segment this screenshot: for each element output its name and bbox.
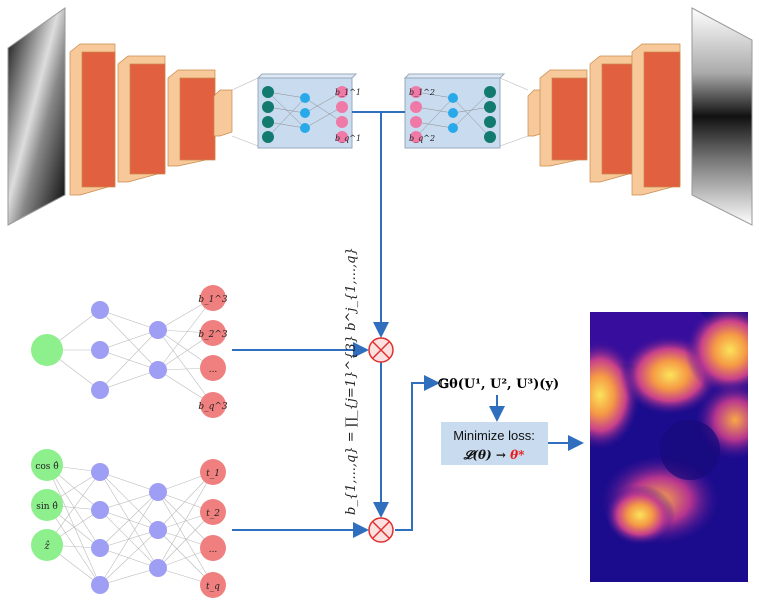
upper-output-3: ... bbox=[209, 365, 218, 375]
generator-label: 𝔾θ(U¹, U², U³)(y) bbox=[438, 377, 559, 392]
multiply-node-2 bbox=[368, 517, 394, 543]
network-edge bbox=[99, 491, 159, 511]
network-edge bbox=[46, 464, 101, 586]
input-image bbox=[7, 7, 66, 226]
upper-output-4: b_q^3 bbox=[198, 402, 228, 412]
network-edge bbox=[99, 529, 159, 586]
input-cos-theta: cos θ̂ bbox=[35, 461, 58, 472]
network-edge bbox=[157, 471, 214, 531]
loss-expression: 𝓛(θ) → θ* bbox=[463, 448, 526, 462]
lower-network: cos θ̂ sin θ̂ ẑ t_1 t_2 ... t_q bbox=[31, 449, 226, 598]
network-edge bbox=[157, 491, 214, 586]
network-edge bbox=[99, 491, 159, 549]
b1-2-label: b_1^2 bbox=[409, 88, 435, 97]
output-heatmap bbox=[590, 312, 748, 582]
network-edge bbox=[99, 491, 159, 586]
network-edge bbox=[99, 471, 159, 493]
lower-output-3: ... bbox=[209, 545, 218, 555]
network-edge bbox=[157, 471, 214, 569]
lower-output-1: t_1 bbox=[206, 469, 220, 479]
network-edge bbox=[99, 547, 159, 569]
product-formula: b_{1,...,q} = ∏_{j=1}^{3} b^j_{1,...,q} bbox=[344, 247, 359, 515]
upper-output-2: b_2^3 bbox=[198, 330, 228, 340]
loss-box: Minimize loss: 𝓛(θ) → θ* bbox=[441, 422, 548, 465]
upper-output-1: b_1^3 bbox=[198, 295, 228, 305]
decoder-bottleneck: b_1^2 b_q^2 bbox=[403, 73, 506, 149]
decoder-conv-layers bbox=[527, 43, 681, 196]
connector-lines bbox=[231, 77, 529, 147]
output-image bbox=[691, 7, 753, 226]
encoder-bottleneck: b_1^1 b_q^1 bbox=[256, 73, 361, 149]
network-edge bbox=[99, 567, 159, 586]
lower-output-4: t_q bbox=[206, 582, 220, 592]
network-edge bbox=[157, 511, 214, 569]
lower-output-2: t_2 bbox=[206, 509, 220, 519]
arrows bbox=[232, 111, 584, 538]
loss-title: Minimize loss: bbox=[453, 428, 535, 443]
encoder-conv-layers bbox=[69, 43, 233, 196]
upper-network: b_1^3 b_2^3 ... b_q^3 bbox=[31, 285, 228, 418]
input-sin-theta: sin θ̂ bbox=[36, 501, 58, 512]
bq-2-label: b_q^2 bbox=[409, 134, 435, 143]
b1-1-label: b_1^1 bbox=[335, 88, 361, 97]
multiply-node-1 bbox=[368, 337, 394, 363]
bq-1-label: b_q^1 bbox=[335, 134, 361, 143]
network-edge bbox=[46, 464, 101, 549]
input-z: ẑ bbox=[43, 541, 50, 552]
